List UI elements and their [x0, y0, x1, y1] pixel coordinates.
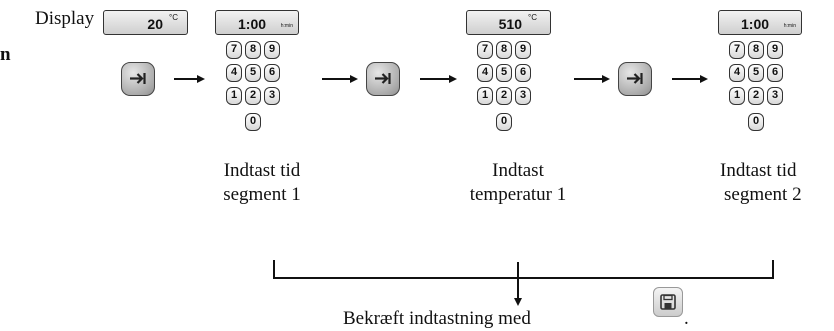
panel-2-display: 510 °C — [466, 10, 551, 35]
panel-3-display-unit: h:min — [783, 23, 796, 29]
save-icon — [660, 294, 676, 310]
key-5[interactable]: 5 — [496, 64, 512, 82]
step-forward-icon — [375, 73, 391, 84]
key-8[interactable]: 8 — [748, 41, 764, 59]
key-3[interactable]: 3 — [515, 87, 531, 105]
panel-1-caption-line1: Indtast tid — [223, 160, 301, 181]
panel-3-caption-line2: segment 2 — [724, 184, 802, 205]
key-7[interactable]: 7 — [477, 41, 493, 59]
key-9[interactable]: 9 — [264, 41, 280, 59]
key-0[interactable]: 0 — [245, 113, 261, 131]
key-5[interactable]: 5 — [748, 64, 764, 82]
step-forward-icon — [130, 73, 146, 84]
panel-2-caption-line1: Indtast — [492, 160, 544, 181]
key-7[interactable]: 7 — [729, 41, 745, 59]
key-1[interactable]: 1 — [226, 87, 242, 105]
key-3[interactable]: 3 — [264, 87, 280, 105]
panel-3-display-value: 1:00 — [741, 16, 770, 32]
key-0[interactable]: 0 — [748, 113, 764, 131]
panel-1-caption-line2: segment 1 — [223, 184, 301, 205]
key-2[interactable]: 2 — [245, 87, 261, 105]
save-button[interactable] — [653, 287, 683, 317]
panel-2-display-value: 510 — [498, 16, 522, 32]
key-6[interactable]: 6 — [264, 64, 280, 82]
panel-1-display: 1:00 h:min — [215, 10, 299, 35]
key-3[interactable]: 3 — [767, 87, 783, 105]
cropped-label-letter: n — [0, 44, 11, 65]
key-0[interactable]: 0 — [496, 113, 512, 131]
key-1[interactable]: 1 — [477, 87, 493, 105]
panel-3-display: 1:00 h:min — [718, 10, 802, 35]
key-4[interactable]: 4 — [729, 64, 745, 82]
step-button-1[interactable] — [121, 62, 155, 96]
panel-1-display-unit: h:min — [280, 23, 293, 29]
key-2[interactable]: 2 — [748, 87, 764, 105]
key-2[interactable]: 2 — [496, 87, 512, 105]
panel-2-caption-line2: temperatur 1 — [469, 184, 567, 205]
step-button-2[interactable] — [366, 62, 400, 96]
step-forward-icon — [627, 73, 643, 84]
key-1[interactable]: 1 — [729, 87, 745, 105]
panel-2-display-unit: °C — [528, 13, 537, 22]
key-9[interactable]: 9 — [767, 41, 783, 59]
confirm-period: . — [684, 308, 689, 329]
key-8[interactable]: 8 — [245, 41, 261, 59]
current-display: 20 °C — [103, 10, 188, 35]
key-7[interactable]: 7 — [226, 41, 242, 59]
current-display-value: 20 — [147, 16, 163, 32]
key-6[interactable]: 6 — [767, 64, 783, 82]
step-button-3[interactable] — [618, 62, 652, 96]
display-label: Display — [35, 8, 95, 29]
key-5[interactable]: 5 — [245, 64, 261, 82]
panel-3-caption-line1: Indtast tid — [720, 160, 797, 181]
key-4[interactable]: 4 — [477, 64, 493, 82]
panel-1-display-value: 1:00 — [238, 16, 267, 32]
key-8[interactable]: 8 — [496, 41, 512, 59]
current-display-unit: °C — [169, 13, 178, 22]
key-6[interactable]: 6 — [515, 64, 531, 82]
key-9[interactable]: 9 — [515, 41, 531, 59]
key-4[interactable]: 4 — [226, 64, 242, 82]
confirm-text: Bekræft indtastning med — [343, 308, 531, 329]
